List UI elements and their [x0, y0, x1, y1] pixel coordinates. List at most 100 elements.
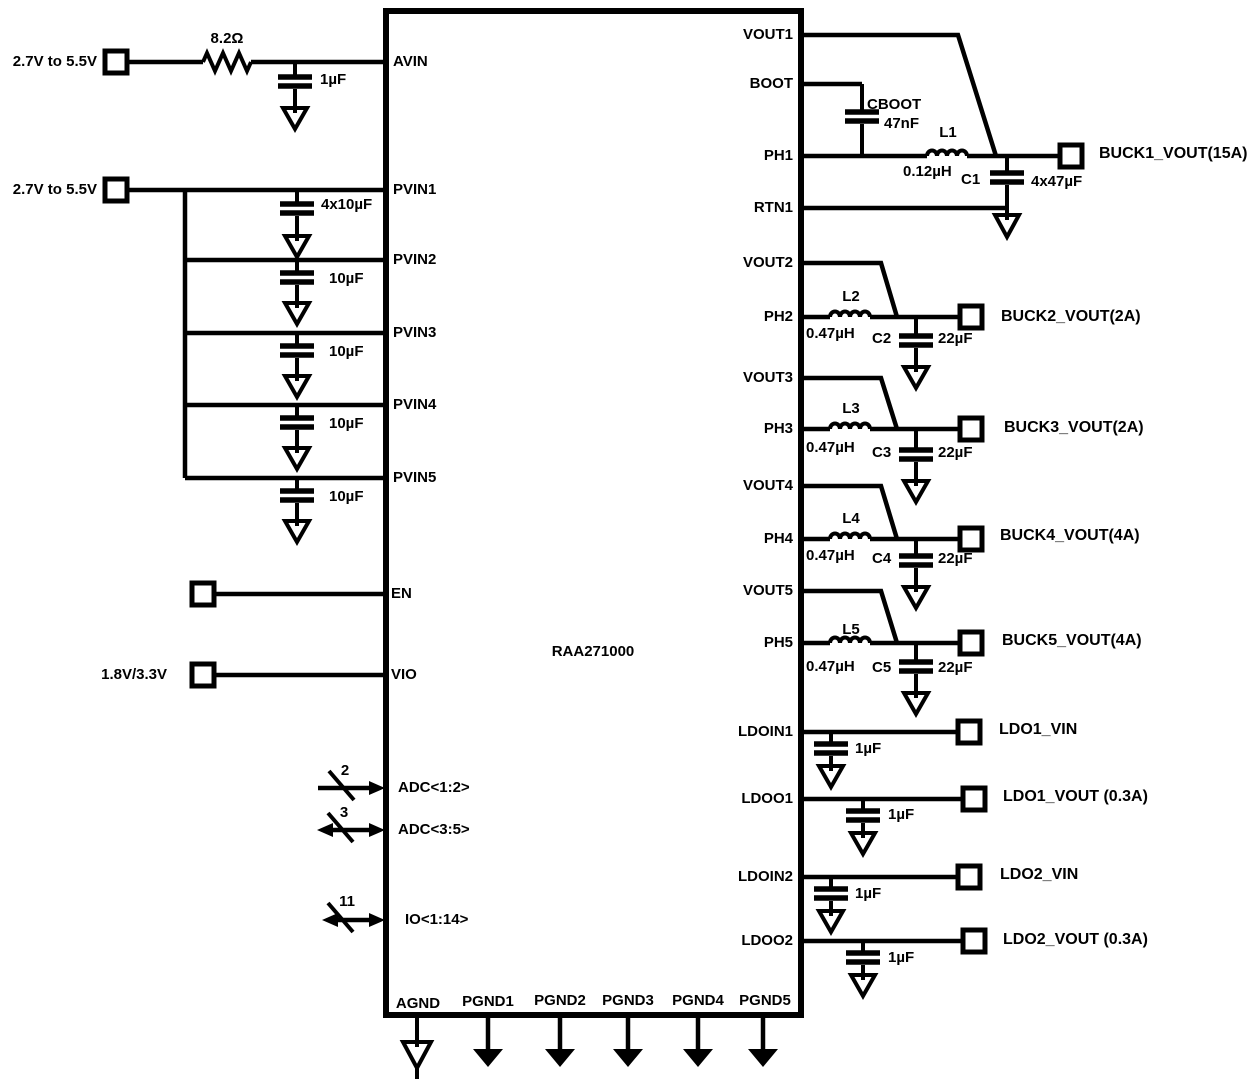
buck4-output-label: BUCK4_VOUT(4A) — [1000, 527, 1140, 544]
buck3-port-terminal — [957, 415, 985, 443]
capacitor-icon — [814, 877, 848, 916]
buck1-inductor-value: 0.12µH — [903, 163, 952, 180]
capacitor-icon — [845, 84, 879, 158]
pin-ph5: PH5 — [763, 634, 793, 651]
pin-vout4: VOUT4 — [742, 477, 793, 494]
pin-ph4: PH4 — [763, 530, 793, 547]
buck1-cap-name: C1 — [961, 171, 981, 188]
vio-net — [189, 661, 389, 689]
buck4-net — [798, 483, 985, 613]
ldo1-input-label: LDO1_VIN — [999, 721, 1078, 738]
buck4-inductor-value: 0.47µH — [806, 547, 855, 564]
agnd-net — [399, 1015, 435, 1079]
pin-pgnd4: PGND4 — [672, 992, 724, 1009]
buck2-cap-name: C2 — [872, 330, 892, 347]
arrowhead-icon — [369, 781, 385, 795]
pin-pvin4: PVIN4 — [393, 396, 437, 413]
capacitor-icon — [814, 732, 848, 771]
ldo2-vout-port-terminal — [960, 927, 988, 955]
buck1-cap-value: 4x47µF — [1031, 173, 1083, 190]
io-bus-count: 11 — [339, 893, 355, 910]
buck2-inductor-value: 0.47µH — [806, 325, 855, 342]
pin-agnd: AGND — [395, 995, 441, 1012]
pin-pvin1: PVIN1 — [393, 181, 437, 198]
buck3-output-label: BUCK3_VOUT(2A) — [1004, 419, 1144, 436]
pin-vio: VIO — [391, 666, 417, 683]
pin-pvin5: PVIN5 — [393, 469, 437, 486]
en-port-terminal — [189, 580, 217, 608]
io-bus-arrow — [322, 901, 385, 934]
pin-ldoo2: LDOO2 — [741, 932, 793, 949]
arrowhead-icon — [369, 913, 385, 927]
pin-ph1: PH1 — [763, 147, 793, 164]
en-net — [189, 580, 389, 608]
avin-port-terminal — [102, 48, 130, 76]
buck5-port-terminal — [957, 629, 985, 657]
pin-pvin2: PVIN2 — [393, 251, 437, 268]
buck3-inductor-value: 0.47µH — [806, 439, 855, 456]
buck4-port-terminal — [957, 525, 985, 553]
capacitor-icon — [899, 643, 933, 698]
buck5-cap-value: 22µF — [938, 659, 973, 676]
buck4-cap-name: C4 — [872, 550, 892, 567]
ldo2-net — [798, 863, 988, 1001]
pin-pgnd2: PGND2 — [534, 992, 586, 1009]
capacitor-icon — [280, 260, 314, 308]
wire — [798, 375, 900, 430]
capacitor-icon — [280, 405, 314, 453]
buck2-output-label: BUCK2_VOUT(2A) — [1001, 308, 1141, 325]
bus-slash-icon — [327, 769, 356, 802]
wire — [798, 588, 900, 644]
pvin4-cap-value: 10µF — [329, 415, 364, 432]
vio-voltage-label: 1.8V/3.3V — [101, 666, 167, 683]
buck2-net — [798, 260, 985, 393]
pin-vout3: VOUT3 — [742, 369, 793, 386]
buck5-net — [798, 588, 985, 719]
buck2-inductor-name: L2 — [842, 288, 860, 305]
pgnd-nets — [473, 1015, 778, 1067]
inductor-icon — [828, 309, 872, 318]
buck5-cap-name: C5 — [872, 659, 892, 676]
pin-vout2: VOUT2 — [742, 254, 793, 271]
avin-resistor-value: 8.2Ω — [210, 30, 244, 47]
pin-ph2: PH2 — [763, 308, 793, 325]
pvin5-cap-value: 10µF — [329, 488, 364, 505]
buck1-cboot-name: CBOOT — [867, 96, 922, 113]
ldo2-output-cap-value: 1µF — [888, 949, 915, 966]
pin-en: EN — [391, 585, 412, 602]
pin-pgnd3: PGND3 — [602, 992, 654, 1009]
power-ground-icon — [683, 1049, 713, 1067]
pvin-net — [102, 176, 389, 547]
ldo1-vin-port-terminal — [955, 718, 983, 746]
ldo1-output-label: LDO1_VOUT (0.3A) — [1003, 788, 1148, 805]
pin-vout5: VOUT5 — [742, 582, 793, 599]
capacitor-icon — [846, 799, 880, 838]
pin-boot: BOOT — [749, 75, 793, 92]
ldo2-output-label: LDO2_VOUT (0.3A) — [1003, 931, 1148, 948]
arrowhead-icon — [369, 823, 385, 837]
arrowhead-icon — [317, 823, 333, 837]
ldo2-input-cap-value: 1µF — [855, 885, 882, 902]
wire — [798, 32, 999, 157]
buck1-inductor-name: L1 — [939, 124, 957, 141]
buck1-net — [798, 32, 1085, 242]
pin-pgnd1: PGND1 — [462, 993, 514, 1010]
buck3-inductor-name: L3 — [842, 400, 860, 417]
wire — [798, 260, 900, 318]
power-ground-icon — [473, 1049, 503, 1067]
pin-avin: AVIN — [393, 53, 428, 70]
ldo2-input-label: LDO2_VIN — [1000, 866, 1079, 883]
buck1-cboot-value: 47nF — [884, 115, 920, 132]
ldo1-vout-port-terminal — [960, 785, 988, 813]
buck3-cap-value: 22µF — [938, 444, 973, 461]
bus-slash-icon — [326, 811, 355, 844]
avin-net — [102, 48, 389, 134]
adc12-bus-arrow — [318, 769, 385, 802]
buck5-inductor-name: L5 — [842, 621, 860, 638]
pin-io: IO<1:14> — [405, 911, 469, 928]
inductor-icon — [925, 148, 969, 157]
capacitor-icon — [280, 478, 314, 526]
capacitor-icon — [846, 941, 880, 980]
